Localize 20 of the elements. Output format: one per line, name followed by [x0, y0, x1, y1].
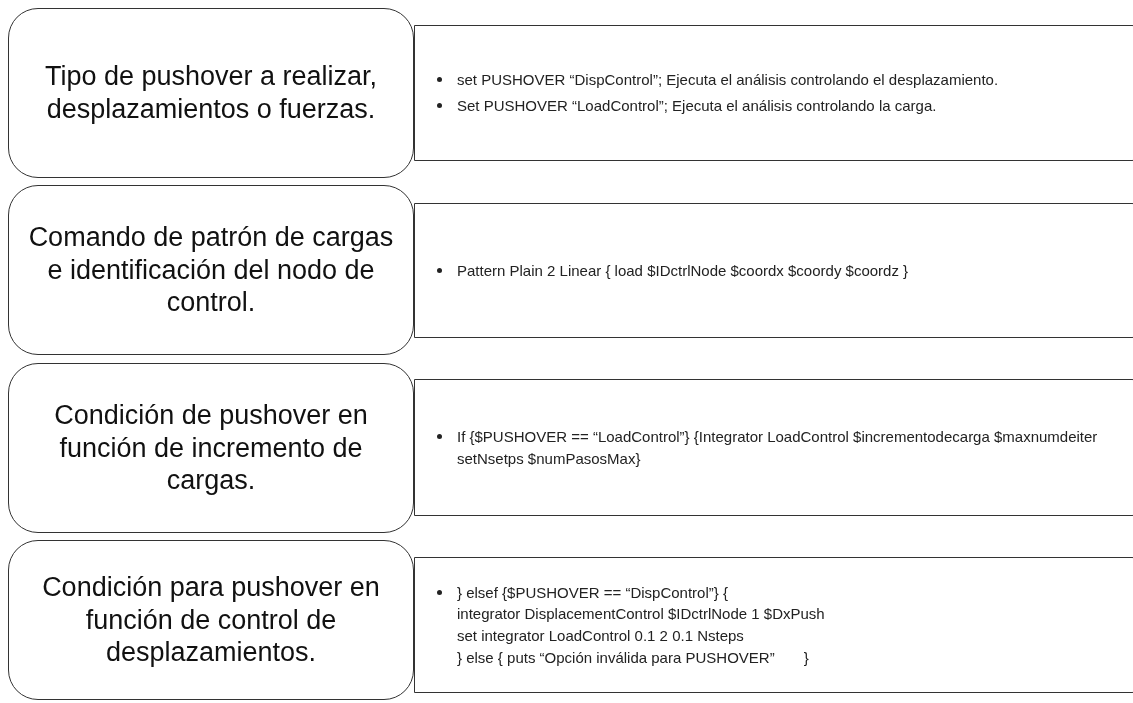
code-text: } elsef {$PUSHOVER == “DispControl”} {: [457, 582, 728, 603]
step-box: [8, 185, 414, 355]
step-box: [8, 363, 414, 533]
step-title: Condición para pushover en función de control de desplazamientos.: [41, 570, 381, 670]
code-box: [414, 379, 1133, 516]
step-title: Condición de pushover en función de incremento de cargas.: [53, 398, 369, 498]
step-box: [8, 540, 414, 700]
step-title: Comando de patrón de cargas e identificación del nodo de control.: [27, 220, 395, 320]
step-box: [8, 8, 414, 178]
code-text: If {$PUSHOVER == “LoadControl”} {Integrator LoadControl $incrementodecarga $maxnumdeiter setNsetps $numPasosMax}: [457, 426, 1099, 469]
code-text: set integrator LoadControl 0.1 2 0.1 Nsteps: [457, 626, 744, 646]
code-box: [414, 557, 1133, 693]
code-text: Set PUSHOVER “LoadControl”; Ejecuta el análisis controlando la carga.: [457, 96, 937, 116]
code-text: Pattern Plain 2 Linear { load $IDctrlNode $coordx $coordy $coordz }: [457, 260, 909, 281]
step-title: Tipo de pushover a realizar, desplazamientos o fuerzas.: [43, 60, 379, 126]
code-text: set PUSHOVER “DispControl”; Ejecuta el análisis controlando el desplazamiento.: [457, 70, 999, 91]
code-text: } else { puts “Opción inválida para PUSHOVER” }: [457, 647, 809, 668]
code-box: [414, 25, 1133, 161]
code-box: [414, 203, 1133, 338]
code-text: integrator DisplacementControl $IDctrlNode 1 $DxPush: [457, 604, 825, 625]
